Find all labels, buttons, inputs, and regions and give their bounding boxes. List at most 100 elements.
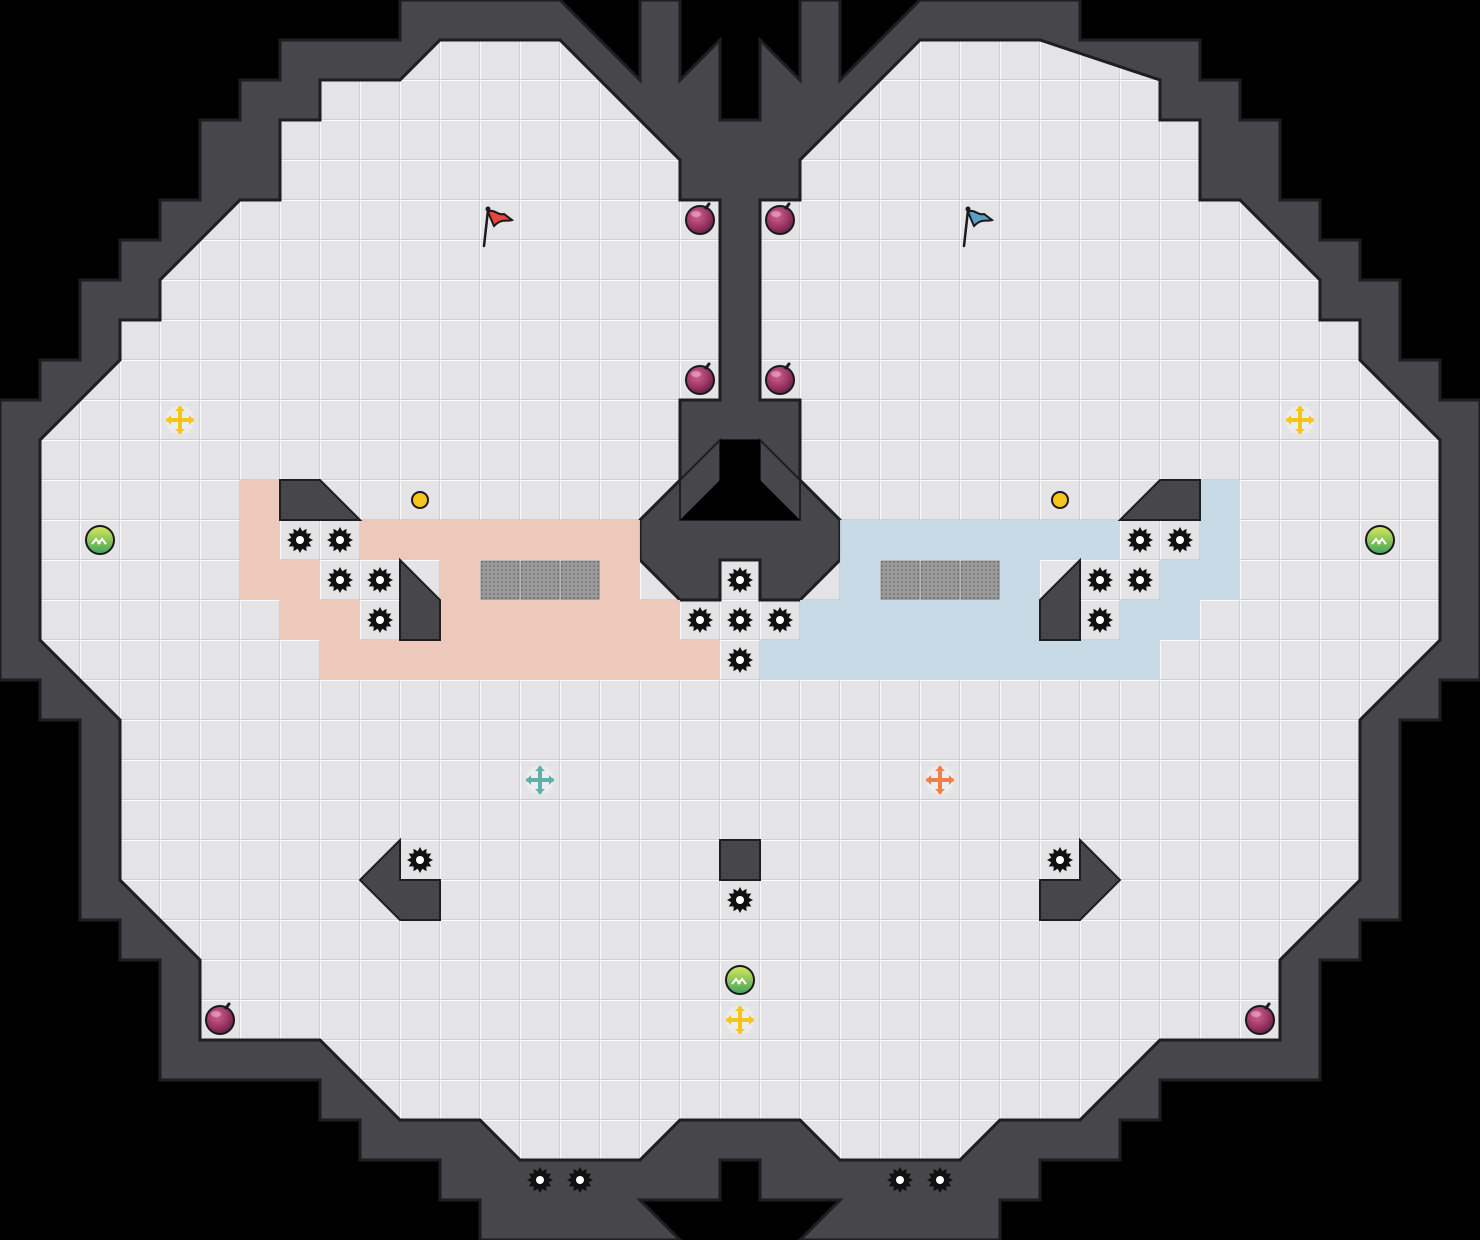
wall-block <box>358 837 441 921</box>
spike-icon <box>1087 607 1113 633</box>
blue-team-zone-tile <box>960 520 1000 560</box>
spike-icon <box>367 607 393 633</box>
red-team-zone-tile <box>440 640 480 680</box>
spike-icon <box>327 567 353 593</box>
red-team-zone-tile <box>440 600 480 640</box>
blue-team-zone-tile <box>960 640 1000 680</box>
wall-block <box>1039 557 1081 641</box>
button-icon <box>411 491 429 509</box>
bomb-icon <box>205 1002 235 1035</box>
red-team-zone-tile <box>640 600 680 640</box>
boost-pad-icon <box>85 525 115 555</box>
red-team-zone-tile <box>440 520 480 560</box>
blue-team-zone-tile <box>920 520 960 560</box>
arrows-cross-icon <box>926 766 954 794</box>
arrows-cross-icon <box>166 406 194 434</box>
spike-icon <box>727 607 753 633</box>
spike-icon <box>407 847 433 873</box>
gate-tile <box>480 560 520 600</box>
red-team-zone-tile <box>360 520 400 560</box>
blue-team-zone-tile <box>840 600 880 640</box>
blue-team-zone-tile <box>800 600 840 640</box>
blue-team-zone-tile <box>920 640 960 680</box>
spike-icon <box>727 887 753 913</box>
items-layer <box>85 202 1395 1193</box>
red-team-zone-tile <box>320 600 360 640</box>
blue-team-zone-tile <box>840 520 880 560</box>
wall-block <box>279 479 363 521</box>
blue-team-zone-tile <box>960 600 1000 640</box>
red-team-zone-tile <box>600 640 640 680</box>
spike-icon <box>727 567 753 593</box>
red-team-zone-tile <box>520 640 560 680</box>
spike-icon <box>1047 847 1073 873</box>
flag-icon <box>962 206 995 248</box>
red-team-zone-tile <box>400 520 440 560</box>
inner-walls-layer <box>279 437 1201 921</box>
arrows-cross-icon <box>1286 406 1314 434</box>
spike-icon <box>767 607 793 633</box>
blue-team-zone-tile <box>1120 640 1160 680</box>
blue-team-zone-tile <box>1120 600 1160 640</box>
red-team-zone-tile <box>560 640 600 680</box>
red-team-zone-tile <box>360 640 400 680</box>
red-team-zone-tile <box>520 520 560 560</box>
blue-team-zone-tile <box>1000 560 1040 600</box>
blue-team-zone-tile <box>1080 520 1120 560</box>
blue-team-zone-tile <box>1040 640 1080 680</box>
bomb-icon <box>1245 1002 1275 1035</box>
blue-team-zone-tile <box>1040 520 1080 560</box>
spike-icon <box>887 1167 913 1193</box>
wall-block <box>399 557 441 641</box>
wall-block <box>1117 479 1201 521</box>
blue-team-zone-tile <box>840 560 880 600</box>
team-zones-layer <box>240 480 1240 680</box>
red-team-zone-tile <box>240 480 280 520</box>
red-team-zone-tile <box>480 640 520 680</box>
red-team-zone-tile <box>480 520 520 560</box>
spike-icon <box>367 567 393 593</box>
bomb-icon <box>765 362 795 395</box>
boost-pad-icon <box>1365 525 1395 555</box>
red-team-zone-tile <box>440 560 480 600</box>
blue-team-zone-tile <box>880 520 920 560</box>
red-team-zone-tile <box>240 560 280 600</box>
blue-team-zone-tile <box>1200 520 1240 560</box>
blue-team-zone-tile <box>1000 600 1040 640</box>
spike-icon <box>287 527 313 553</box>
bomb-icon <box>685 362 715 395</box>
wall-block <box>719 839 761 881</box>
red-team-zone-tile <box>600 520 640 560</box>
arrows-cross-icon <box>726 1006 754 1034</box>
spike-icon <box>327 527 353 553</box>
blue-team-zone-tile <box>760 640 800 680</box>
button-icon <box>1051 491 1069 509</box>
gate-tile <box>560 560 600 600</box>
blue-team-zone-tile <box>1080 640 1120 680</box>
gate-tile <box>520 560 560 600</box>
spike-icon <box>1127 567 1153 593</box>
blue-team-zone-tile <box>1200 560 1240 600</box>
blue-team-zone-tile <box>1160 600 1200 640</box>
gate-tile <box>920 560 960 600</box>
spike-icon <box>1167 527 1193 553</box>
spike-icon <box>527 1167 553 1193</box>
red-team-zone-tile <box>680 640 720 680</box>
spike-icon <box>727 647 753 673</box>
blue-team-zone-tile <box>880 640 920 680</box>
gate-tile <box>960 560 1000 600</box>
blue-team-zone-tile <box>840 640 880 680</box>
spike-icon <box>1087 567 1113 593</box>
spike-icon <box>1127 527 1153 553</box>
flag-icon <box>482 206 515 248</box>
red-team-zone-tile <box>600 560 640 600</box>
wall-block <box>1039 837 1122 921</box>
blue-team-zone-tile <box>1000 520 1040 560</box>
blue-team-zone-tile <box>800 640 840 680</box>
red-team-zone-tile <box>520 600 560 640</box>
red-team-zone-tile <box>400 640 440 680</box>
red-team-zone-tile <box>480 600 520 640</box>
red-team-zone-tile <box>600 600 640 640</box>
spike-icon <box>927 1167 953 1193</box>
